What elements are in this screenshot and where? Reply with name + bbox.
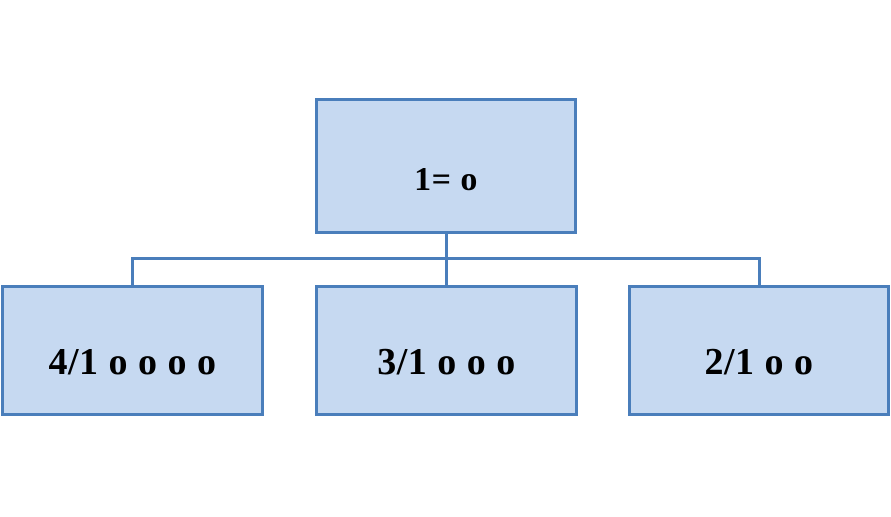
node-child-3-to-1-label: 3/1 o o o — [377, 341, 516, 383]
node-root-label: 1= o — [414, 161, 478, 198]
connector-drop-left — [131, 257, 134, 285]
connector-horizontal-bus — [131, 257, 761, 260]
node-root[interactable]: 1= o — [315, 98, 577, 234]
node-child-4-to-1[interactable]: 4/1 o o o o — [1, 285, 264, 416]
connector-drop-right — [758, 257, 761, 285]
node-child-3-to-1[interactable]: 3/1 o o o — [315, 285, 578, 416]
node-child-2-to-1[interactable]: 2/1 o o — [628, 285, 890, 416]
node-child-2-to-1-label: 2/1 o o — [704, 341, 814, 383]
node-child-4-to-1-label: 4/1 o o o o — [48, 341, 217, 383]
